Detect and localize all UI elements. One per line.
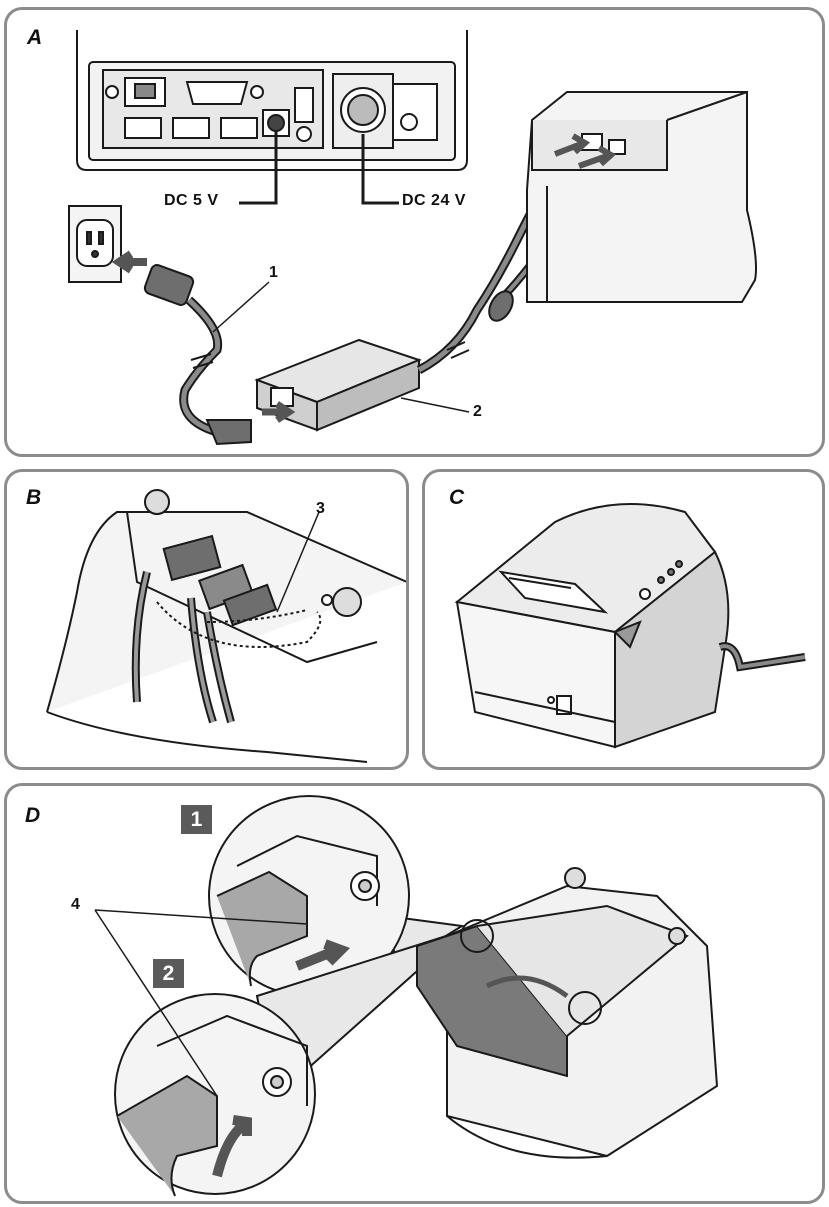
- step-2-badge: 2: [153, 959, 184, 988]
- callout-3-leader: [276, 511, 320, 613]
- panel-a: A: [4, 7, 825, 457]
- wall-outlet: [68, 205, 122, 283]
- callout-2: 2: [473, 403, 482, 420]
- panel-a-letter: A: [27, 26, 43, 49]
- dc-5v-label: DC 5 V: [164, 192, 219, 209]
- callout-1: 1: [269, 264, 278, 281]
- panel-c-printer: [454, 503, 806, 749]
- callout-3: 3: [316, 500, 325, 517]
- callout-4: 4: [71, 896, 80, 913]
- printer-bottom-view: [416, 867, 719, 1159]
- panel-d: D 1 2: [4, 783, 825, 1204]
- dc-24v-label: DC 24 V: [402, 192, 466, 209]
- cable-tie: [156, 601, 322, 648]
- callout-4-leader-a: [94, 909, 308, 925]
- callout-2-leader: [400, 397, 470, 413]
- detail-circle-1: [208, 795, 465, 997]
- cord-break-mark: [190, 353, 214, 369]
- panel-a-illustration: [68, 30, 757, 446]
- step-1-badge: 1: [181, 805, 212, 834]
- panel-b-illustration: [46, 489, 406, 763]
- panel-d-illustration: [94, 795, 719, 1197]
- callout-1-leader: [212, 281, 270, 333]
- dc5-leader: [239, 130, 278, 205]
- printer-rear-view: [526, 91, 757, 303]
- panel-d-letter: D: [25, 804, 41, 827]
- panel-b-letter: B: [26, 486, 42, 509]
- dc24-leader: [361, 134, 399, 205]
- terminal-back-panel: [76, 30, 468, 171]
- panel-c-letter: C: [449, 486, 465, 509]
- panel-c: C: [422, 469, 825, 770]
- panel-b: B 3: [4, 469, 409, 770]
- power-cord-1: [143, 264, 252, 446]
- plug-arrow: [111, 250, 147, 274]
- power-adapter-2: [254, 338, 422, 432]
- callout-4-leader-b: [94, 909, 218, 1097]
